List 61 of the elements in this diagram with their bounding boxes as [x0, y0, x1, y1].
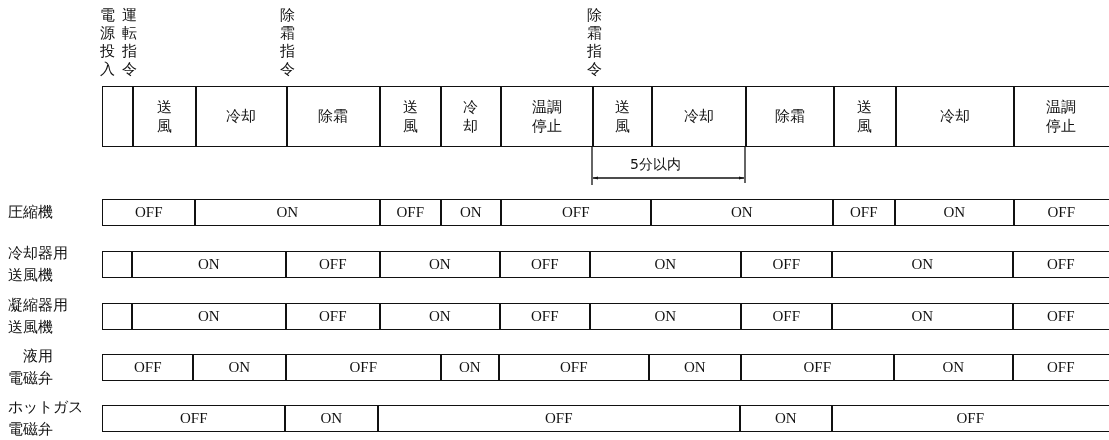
- mode-cell: 除霜: [745, 86, 835, 147]
- command-label: 除霜指令: [587, 6, 603, 78]
- row-label: 圧縮機: [8, 203, 54, 222]
- state-cell: OFF: [499, 303, 591, 330]
- mode-cell: 送風: [833, 86, 897, 147]
- state-cell: ON: [831, 303, 1014, 330]
- state-cell: ON: [194, 199, 381, 226]
- state-cell: ON: [831, 251, 1014, 278]
- state-cell: OFF: [1012, 251, 1109, 278]
- command-label: 電源投入: [100, 6, 116, 78]
- state-cell: ON: [131, 251, 287, 278]
- state-cell: OFF: [740, 251, 833, 278]
- state-cell: ON: [440, 199, 502, 226]
- mode-cell: 温調停止: [1013, 86, 1109, 147]
- state-cell: ON: [648, 354, 742, 381]
- state-cell: OFF: [285, 303, 381, 330]
- state-cell: ON: [131, 303, 287, 330]
- state-cell: OFF: [499, 251, 591, 278]
- state-cell: ON: [284, 405, 379, 432]
- row-label: 冷却器用送風機: [8, 244, 69, 285]
- state-cell: OFF: [1012, 354, 1109, 381]
- state-cell: OFF: [831, 405, 1109, 432]
- command-label: 除霜指令: [280, 6, 296, 78]
- state-cell: OFF: [1012, 303, 1109, 330]
- state-cell: ON: [589, 303, 742, 330]
- mode-cell: 送風: [132, 86, 197, 147]
- state-cell: ON: [379, 303, 501, 330]
- row-label: ホットガス電磁弁: [8, 398, 84, 439]
- state-cell: OFF: [377, 405, 741, 432]
- state-cell: OFF: [740, 303, 833, 330]
- state-cell: OFF: [102, 354, 194, 381]
- state-cell: ON: [589, 251, 742, 278]
- state-cell: ON: [192, 354, 287, 381]
- state-cell: OFF: [740, 354, 895, 381]
- state-cell: ON: [894, 199, 1015, 226]
- state-cell: OFF: [498, 354, 650, 381]
- state-cell: OFF: [500, 199, 652, 226]
- state-cell: ON: [650, 199, 834, 226]
- mode-cell: 除霜: [286, 86, 381, 147]
- row-label: 液用電磁弁: [8, 347, 54, 388]
- mode-cell: 送風: [592, 86, 653, 147]
- row-label: 凝縮器用送風機: [8, 296, 69, 337]
- mode-cell: 冷却: [195, 86, 288, 147]
- mode-cell: 冷却: [440, 86, 502, 147]
- state-cell: ON: [893, 354, 1014, 381]
- state-cell: ON: [739, 405, 833, 432]
- state-cell: OFF: [1013, 199, 1109, 226]
- mode-cell: 冷却: [651, 86, 747, 147]
- state-cell: OFF: [832, 199, 896, 226]
- mode-cell: 温調停止: [500, 86, 594, 147]
- state-cell: OFF: [102, 199, 196, 226]
- mode-cell: 冷却: [895, 86, 1015, 147]
- state-cell: ON: [440, 354, 500, 381]
- state-cell: ON: [379, 251, 501, 278]
- state-cell: OFF: [379, 199, 442, 226]
- state-cell: OFF: [285, 251, 381, 278]
- state-cell: OFF: [285, 354, 442, 381]
- command-label: 運転指令: [122, 6, 138, 78]
- dimension-label: 5分以内: [630, 156, 681, 174]
- state-cell: OFF: [102, 405, 286, 432]
- mode-cell: 送風: [379, 86, 442, 147]
